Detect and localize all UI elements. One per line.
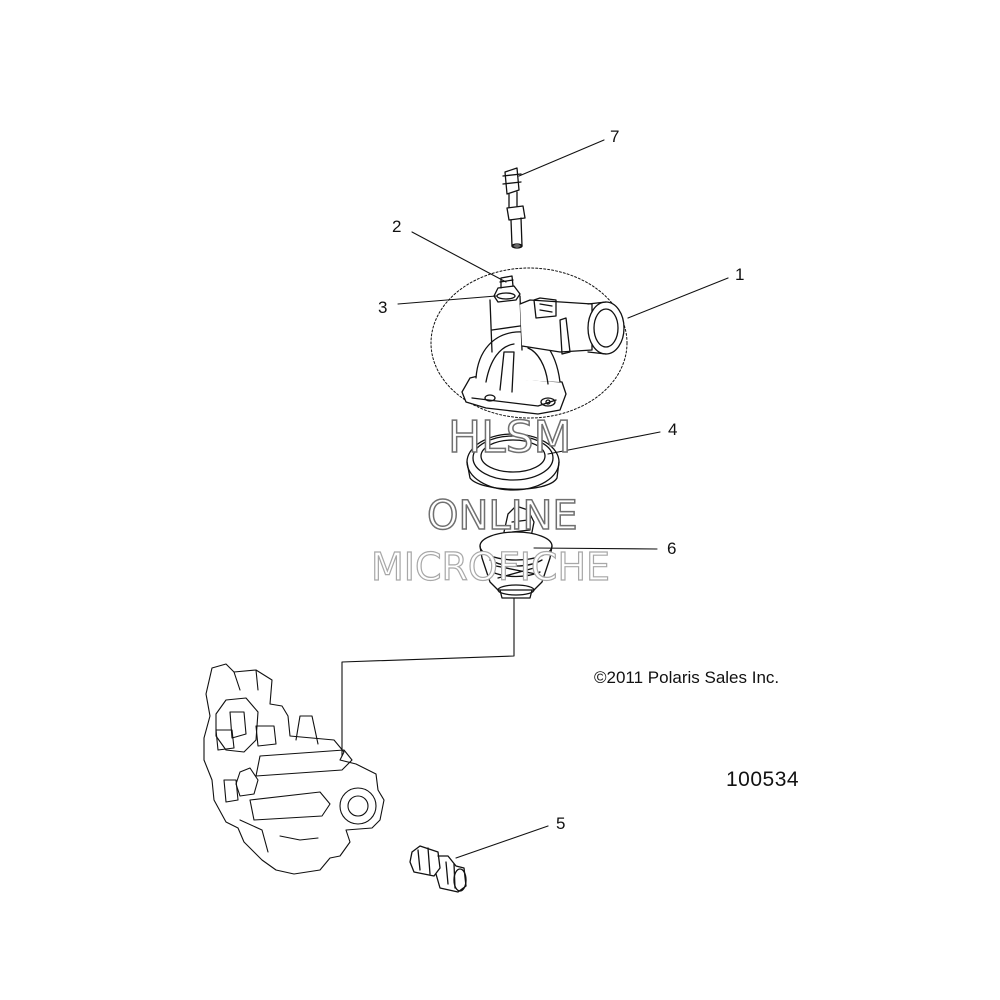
callout-1: 1 <box>735 265 745 284</box>
bolt-part-7 <box>502 167 526 249</box>
callout-7: 7 <box>610 127 620 146</box>
fitting-part-5 <box>409 845 467 893</box>
callout-6: 6 <box>667 539 677 558</box>
callout-5: 5 <box>556 814 566 833</box>
thermostat-part-6 <box>479 505 553 599</box>
engine-block <box>203 663 385 875</box>
leader-lines <box>341 139 729 859</box>
o-ring-part-4 <box>466 433 560 491</box>
callout-4: 4 <box>668 420 678 439</box>
watermark-line-3: MICROFICHE <box>370 545 611 589</box>
watermark-line-2: ONLINE <box>426 493 578 539</box>
callout-2: 2 <box>392 217 402 236</box>
watermark-line-1: HLSM <box>447 412 572 463</box>
copyright-notice: ©2011 Polaris Sales Inc. <box>594 668 780 687</box>
callout-3: 3 <box>378 298 388 317</box>
thermostat-housing-part-1 <box>430 267 628 419</box>
diagram-number: 100534 <box>726 768 800 791</box>
